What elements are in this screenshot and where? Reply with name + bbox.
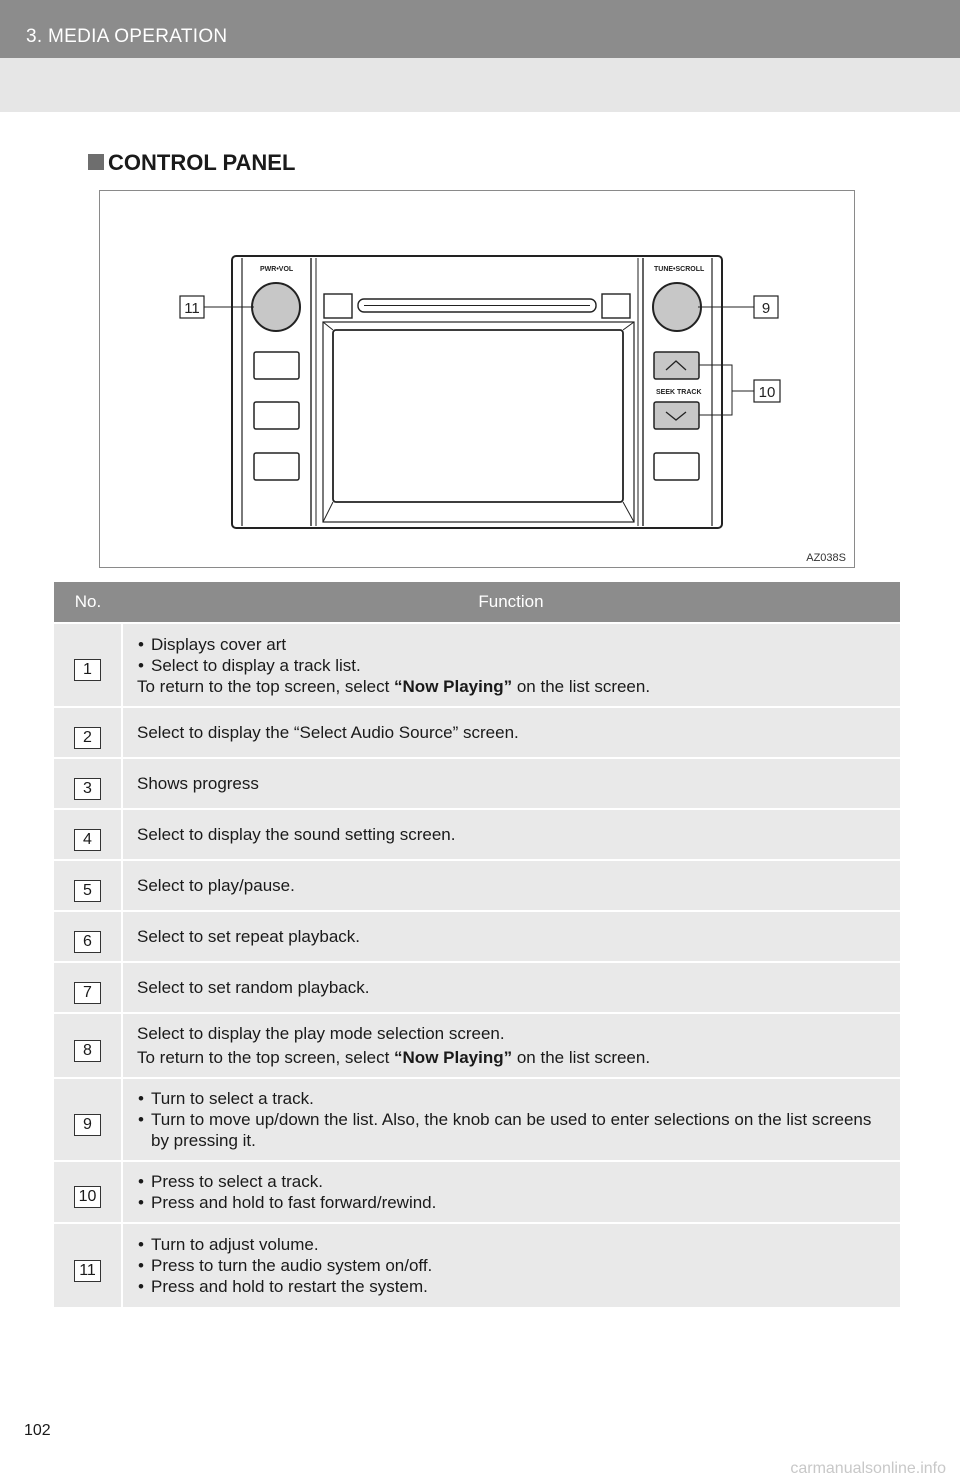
seek-up-button: [653, 351, 700, 380]
section-heading-text: CONTROL PANEL: [108, 150, 296, 175]
pwr-vol-knob: [251, 282, 301, 332]
row-number-badge: 5: [74, 879, 101, 902]
row-number-badge: 4: [74, 828, 101, 851]
list-item: Press and hold to restart the system.: [137, 1276, 886, 1297]
table-row: 8 Select to display the play mode select…: [54, 1012, 900, 1078]
callout-badge-11: [179, 295, 205, 319]
row-number-badge: 7: [74, 981, 101, 1004]
chapter-title: 3. MEDIA OPERATION: [26, 26, 228, 47]
header-bar: [0, 0, 960, 58]
function-note: To return to the top screen, select “Now…: [137, 1048, 651, 1067]
list-item: Turn to select a track.: [137, 1088, 886, 1109]
page-number: 102: [24, 1422, 51, 1439]
row-number-badge: 1: [74, 659, 101, 681]
touch-screen: [332, 329, 624, 503]
left-button-1: [253, 351, 300, 380]
slot-right-block: [601, 293, 631, 319]
table-row: 6 Select to set repeat playback.: [54, 910, 900, 962]
table-row: 9 Turn to select a track. Turn to move u…: [54, 1077, 900, 1161]
right-button-3: [653, 452, 700, 481]
list-item: Press to turn the audio system on/off.: [137, 1255, 886, 1276]
function-bullets: Turn to adjust volume. Press to turn the…: [137, 1234, 886, 1297]
table-row: 3 Shows progress: [54, 757, 900, 809]
table-row: 4 Select to display the sound setting sc…: [54, 808, 900, 860]
row-number-badge: 6: [74, 930, 101, 953]
callout-badge-9: [753, 295, 779, 319]
row-number-badge: 8: [74, 1039, 101, 1062]
figure-code: AZ038S: [806, 552, 846, 564]
function-text: Select to display the play mode selectio…: [137, 1024, 505, 1043]
function-text: Select to display the sound setting scre…: [121, 808, 900, 860]
function-text: Select to set repeat playback.: [121, 910, 900, 962]
table-row: 2 Select to display the “Select Audio So…: [54, 706, 900, 758]
function-bullets: Turn to select a track. Turn to move up/…: [137, 1088, 886, 1151]
function-note: To return to the top screen, select “Now…: [137, 676, 651, 696]
function-table: No. Function 1 Displays cover art Select…: [54, 582, 900, 1307]
row-number-badge: 9: [74, 1113, 101, 1136]
table-row: 7 Select to set random playback.: [54, 961, 900, 1013]
table-row: 5 Select to play/pause.: [54, 859, 900, 911]
header-sub-band: [0, 58, 960, 112]
callout-11-text: 11: [184, 300, 200, 317]
tune-scroll-knob: [652, 282, 702, 332]
function-text: Select to display the “Select Audio Sour…: [121, 706, 900, 758]
control-panel-illustration: PWR•VOL TUNE•SCROLL SEEK TRACK: [179, 255, 781, 529]
control-panel-figure: PWR•VOL TUNE•SCROLL SEEK TRACK: [99, 190, 855, 568]
list-item: Select to display a track list.: [137, 655, 886, 676]
row-number-badge: 11: [74, 1259, 101, 1282]
left-button-3: [253, 452, 300, 481]
slot-left-block: [323, 293, 353, 319]
row-number-badge: 3: [74, 777, 101, 800]
section-heading: CONTROL PANEL: [88, 150, 295, 176]
function-bullets: Displays cover art Select to display a t…: [137, 634, 886, 676]
tune-scroll-label: TUNE•SCROLL: [654, 266, 705, 273]
square-bullet-icon: [88, 154, 104, 170]
pwr-vol-label: PWR•VOL: [260, 266, 294, 273]
callout-10-text: 10: [759, 384, 776, 401]
table-row: 10 Press to select a track. Press and ho…: [54, 1160, 900, 1223]
list-item: Turn to adjust volume.: [137, 1234, 886, 1255]
row-number-badge: 2: [74, 726, 101, 749]
seek-down-button: [653, 401, 700, 430]
table-row: 1 Displays cover art Select to display a…: [54, 622, 900, 707]
watermark: carmanualsonline.info: [790, 1460, 946, 1477]
callout-9-text: 9: [762, 300, 770, 317]
function-text: Select to play/pause.: [121, 859, 900, 911]
list-item: Press to select a track.: [137, 1171, 886, 1192]
column-header-no: No.: [54, 582, 122, 623]
callout-badge-10: [753, 379, 781, 403]
seek-track-label: SEEK TRACK: [656, 389, 702, 396]
list-item: Press and hold to fast forward/rewind.: [137, 1192, 886, 1213]
list-item: Displays cover art: [137, 634, 886, 655]
list-item: Turn to move up/down the list. Also, the…: [137, 1109, 886, 1151]
left-button-2: [253, 401, 300, 430]
function-text: Shows progress: [121, 757, 900, 809]
column-header-function: Function: [122, 582, 900, 623]
function-bullets: Press to select a track. Press and hold …: [137, 1171, 886, 1213]
table-header-row: No. Function: [54, 582, 900, 623]
table-row: 11 Turn to adjust volume. Press to turn …: [54, 1222, 900, 1307]
function-text: Select to set random playback.: [121, 961, 900, 1013]
row-number-badge: 10: [74, 1186, 101, 1208]
